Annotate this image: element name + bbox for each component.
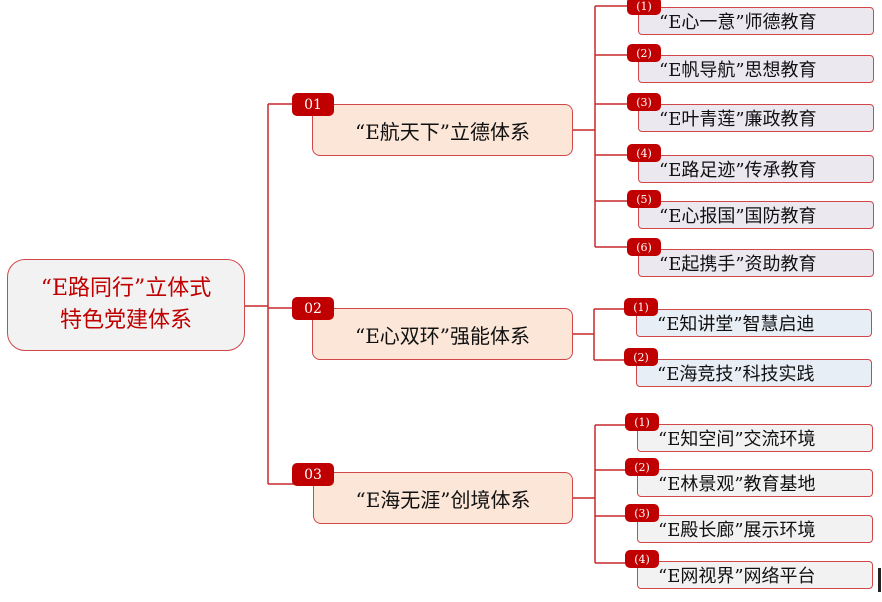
leaf-label: “E帆导航”思想教育: [659, 60, 817, 81]
leaf-number-badge: (1): [624, 298, 658, 316]
leaf-number-badge: (4): [627, 144, 661, 162]
leaf-number-badge: (2): [624, 348, 658, 366]
leaf-node[interactable]: “E帆导航”思想教育: [638, 55, 874, 83]
root-node[interactable]: “E路同行”立体式 特色党建体系: [7, 259, 245, 351]
leaf-node[interactable]: “E路足迹”传承教育: [638, 155, 874, 183]
branch-number-badge: 03: [292, 463, 334, 486]
leaf-label: “E叶青莲”廉政教育: [659, 109, 817, 130]
branch-number-badge: 02: [292, 297, 334, 320]
leaf-label: “E海竞技”科技实践: [657, 364, 815, 385]
leaf-number-badge: (3): [625, 504, 659, 522]
text-cursor: [878, 568, 881, 592]
leaf-label: “E殿长廊”展示环境: [658, 520, 816, 541]
leaf-node[interactable]: “E殿长廊”展示环境: [637, 515, 873, 543]
branch-node-03[interactable]: “E海无涯”创境体系: [313, 472, 573, 524]
leaf-label: “E林景观”教育基地: [658, 474, 816, 495]
leaf-node[interactable]: “E知讲堂”智慧启迪: [636, 309, 872, 337]
leaf-label: “E心一意”师德教育: [659, 12, 817, 33]
leaf-node[interactable]: “E心一意”师德教育: [638, 7, 874, 35]
leaf-number-badge: (4): [625, 550, 659, 568]
leaf-number-badge: (2): [627, 44, 661, 62]
branch-label: “E心双环”强能体系: [354, 323, 531, 348]
leaf-number-badge: (1): [627, 0, 661, 15]
branch-node-02[interactable]: “E心双环”强能体系: [312, 308, 573, 360]
leaf-label: “E网视界”网络平台: [658, 566, 816, 587]
branch-node-01[interactable]: “E航天下”立德体系: [312, 104, 573, 156]
leaf-number-badge: (1): [625, 413, 659, 431]
leaf-node[interactable]: “E叶青莲”廉政教育: [638, 104, 874, 132]
leaf-label: “E路足迹”传承教育: [659, 160, 817, 181]
leaf-number-badge: (5): [627, 190, 661, 208]
leaf-label: “E知讲堂”智慧启迪: [657, 314, 815, 335]
leaf-node[interactable]: “E知空间”交流环境: [637, 424, 873, 452]
leaf-node[interactable]: “E起携手”资助教育: [638, 249, 874, 277]
leaf-number-badge: (3): [627, 93, 661, 111]
branch-number-badge: 01: [292, 93, 334, 116]
leaf-node[interactable]: “E心报国”国防教育: [638, 201, 874, 229]
leaf-number-badge: (2): [625, 458, 659, 476]
branch-label: “E海无涯”创境体系: [355, 487, 531, 512]
leaf-number-badge: (6): [627, 238, 661, 256]
branch-label: “E航天下”立德体系: [354, 119, 531, 144]
leaf-label: “E心报国”国防教育: [659, 206, 817, 227]
leaf-label: “E知空间”交流环境: [658, 429, 816, 450]
leaf-label: “E起携手”资助教育: [659, 254, 817, 275]
leaf-node[interactable]: “E海竞技”科技实践: [636, 359, 872, 387]
leaf-node[interactable]: “E林景观”教育基地: [637, 469, 873, 497]
root-title-line1: “E路同行”立体式: [40, 276, 212, 301]
root-title-line2: 特色党建体系: [59, 308, 192, 333]
leaf-node[interactable]: “E网视界”网络平台: [637, 561, 873, 589]
